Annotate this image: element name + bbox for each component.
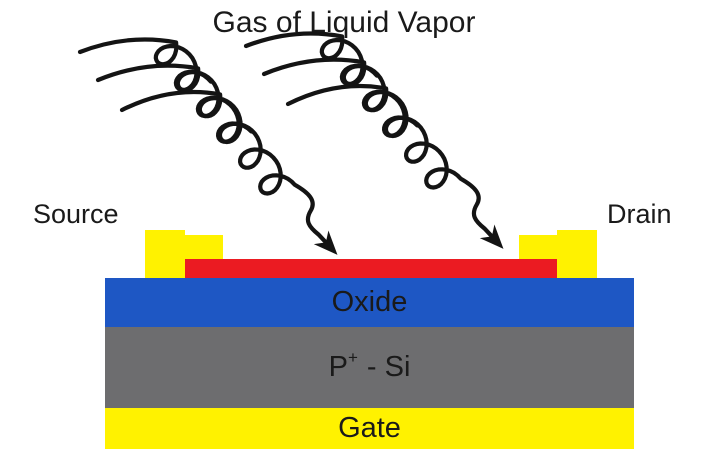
oxide-label: Oxide — [331, 286, 408, 318]
gate-label: Gate — [338, 412, 401, 444]
source-label: Source — [33, 199, 119, 229]
drain-pad-tab — [557, 230, 597, 236]
vapor-wave-arrow-right-icon — [243, 31, 504, 249]
wave-strand — [95, 63, 254, 144]
wave-strand — [119, 89, 338, 255]
oxide-layer: Oxide — [105, 278, 634, 327]
substrate-layer: P+ - Si — [105, 327, 634, 408]
wave-strand — [261, 57, 420, 138]
wave-strand — [77, 37, 213, 93]
sensing-film-layer — [185, 259, 557, 278]
substrate-doping-sup: + — [347, 348, 358, 368]
diagram-title: Gas of Liquid Vapor — [212, 6, 476, 39]
drain-label: Drain — [607, 199, 672, 229]
gate-layer: Gate — [105, 408, 634, 449]
substrate-suffix: - Si — [366, 351, 411, 383]
wave-strand — [243, 31, 379, 87]
substrate-label: P+ - Si — [328, 349, 411, 383]
wave-strand — [285, 83, 504, 249]
substrate-element: P — [328, 351, 348, 383]
